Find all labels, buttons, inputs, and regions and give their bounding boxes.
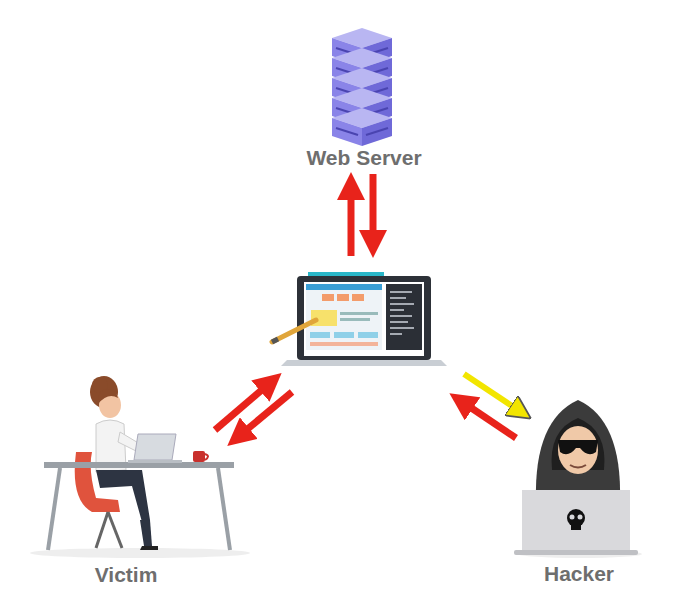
server-icon — [332, 28, 392, 146]
arrow — [461, 401, 516, 438]
victim-label: Victim — [95, 563, 158, 587]
arrow — [370, 174, 377, 244]
figure-node: Victim — [91, 561, 162, 589]
arrow — [215, 382, 271, 430]
hacker-label: Hacker — [544, 562, 614, 586]
server-label: Web Server — [306, 146, 421, 170]
arrow — [238, 392, 292, 437]
hacker-figure — [514, 400, 642, 558]
figure-node: Hacker — [540, 560, 619, 588]
victim-figure — [30, 376, 250, 558]
arrow — [348, 186, 355, 256]
figure-node: Web Server — [302, 144, 426, 172]
laptop-icon — [272, 272, 447, 366]
